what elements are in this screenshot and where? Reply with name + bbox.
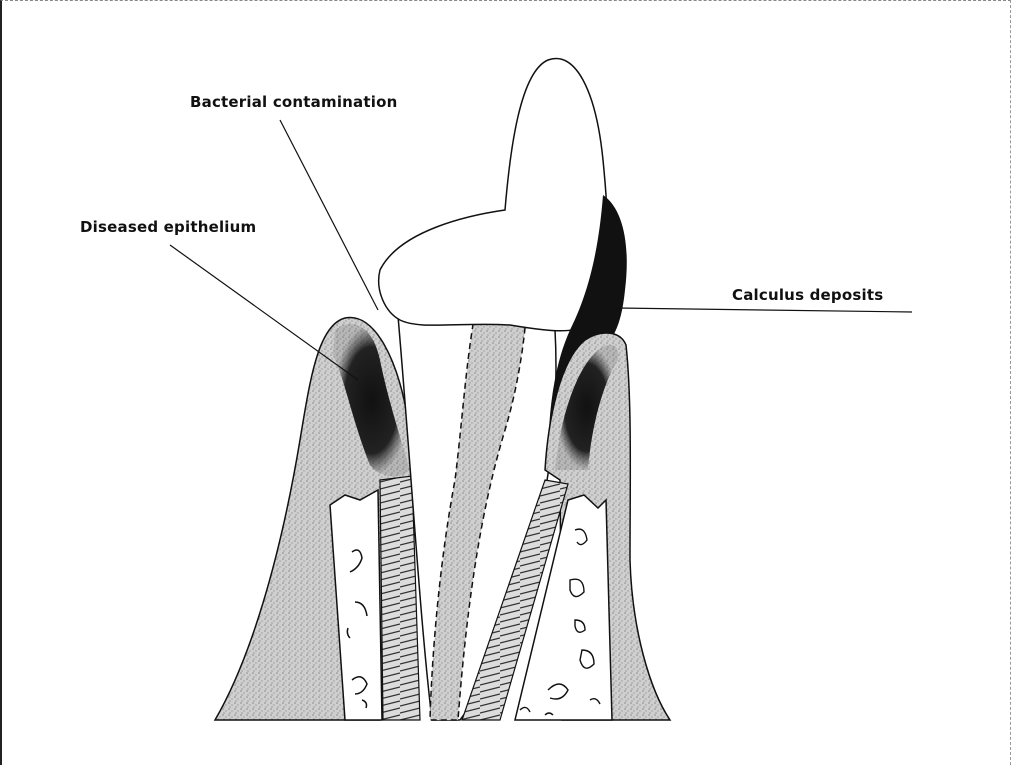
leader-epithelium [170, 245, 358, 380]
label-calculus-deposits: Calculus deposits [732, 286, 883, 304]
label-diseased-epithelium: Diseased epithelium [80, 218, 256, 236]
label-bacterial-contamination: Bacterial contamination [190, 93, 397, 111]
tooth-crown [379, 58, 608, 330]
leader-bacterial [280, 120, 378, 310]
leader-calculus [615, 308, 912, 312]
